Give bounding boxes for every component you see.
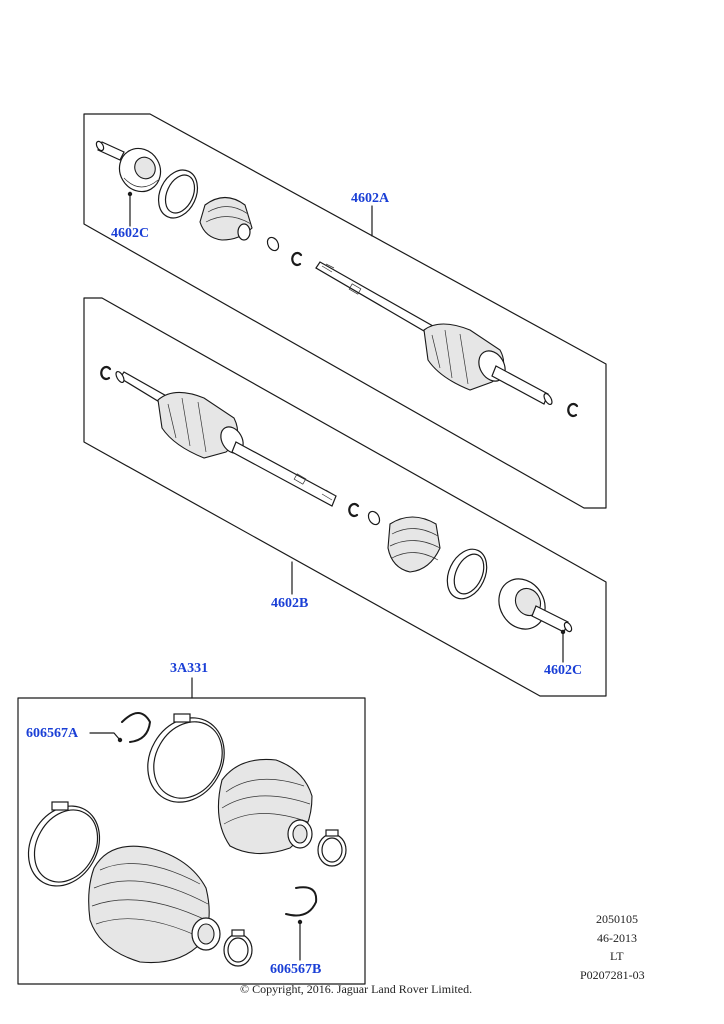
callout-circlip-a[interactable]: 606567A xyxy=(26,726,79,741)
upper-small-clamp xyxy=(266,236,280,252)
lower-group-panel xyxy=(83,297,607,697)
lower-circlip xyxy=(348,502,360,518)
kit-small-clamp-1 xyxy=(317,829,347,867)
kit-circlip-b xyxy=(285,886,318,917)
drawing-code-2: 46-2013 xyxy=(597,931,637,945)
upper-clamp-band xyxy=(157,169,199,219)
callout-circlip-b[interactable]: 606567B xyxy=(270,962,322,977)
kit-small-clamp-2 xyxy=(223,929,253,967)
leader-dot-4602C-lower xyxy=(560,629,566,635)
lower-drive-shaft xyxy=(115,370,337,507)
drawing-code-3: LT xyxy=(610,949,624,963)
kit-large-clamp-band-2 xyxy=(27,801,101,887)
copyright-notice: © Copyright, 2016. Jaguar Land Rover Lim… xyxy=(240,982,473,996)
callout-boot-kit[interactable]: 3A331 xyxy=(170,661,209,676)
callout-upper-outer-joint[interactable]: 4602C xyxy=(111,226,150,241)
upper-end-circlip xyxy=(567,402,579,418)
upper-boot xyxy=(199,196,253,241)
leader-dot-4602C-upper xyxy=(127,191,133,197)
callout-lower-outer-joint[interactable]: 4602C xyxy=(544,663,583,678)
upper-group-panel xyxy=(83,113,607,509)
kit-large-clamp-band-1 xyxy=(147,713,225,803)
leader-606567A xyxy=(89,732,121,741)
lower-start-circlip xyxy=(100,365,112,381)
kit-circlip-a xyxy=(121,712,151,743)
kit-inner-boot xyxy=(88,845,221,964)
leader-dot-606567A xyxy=(117,737,123,743)
lower-clamp-band xyxy=(446,548,488,600)
upper-circlip xyxy=(291,251,303,267)
lower-boot xyxy=(387,516,441,573)
kit-outer-boot xyxy=(217,758,313,855)
upper-outer-cv-joint xyxy=(95,140,162,193)
upper-drive-shaft xyxy=(315,261,553,406)
drawing-code-1: 2050105 xyxy=(596,912,638,926)
callout-upper-shaft[interactable]: 4602A xyxy=(351,191,390,206)
leader-dot-606567B xyxy=(297,919,303,925)
drawing-code-4: P0207281-03 xyxy=(580,968,645,982)
lower-outer-cv-joint xyxy=(498,578,573,633)
callout-lower-shaft[interactable]: 4602B xyxy=(271,596,309,611)
lower-small-clamp xyxy=(367,510,381,526)
